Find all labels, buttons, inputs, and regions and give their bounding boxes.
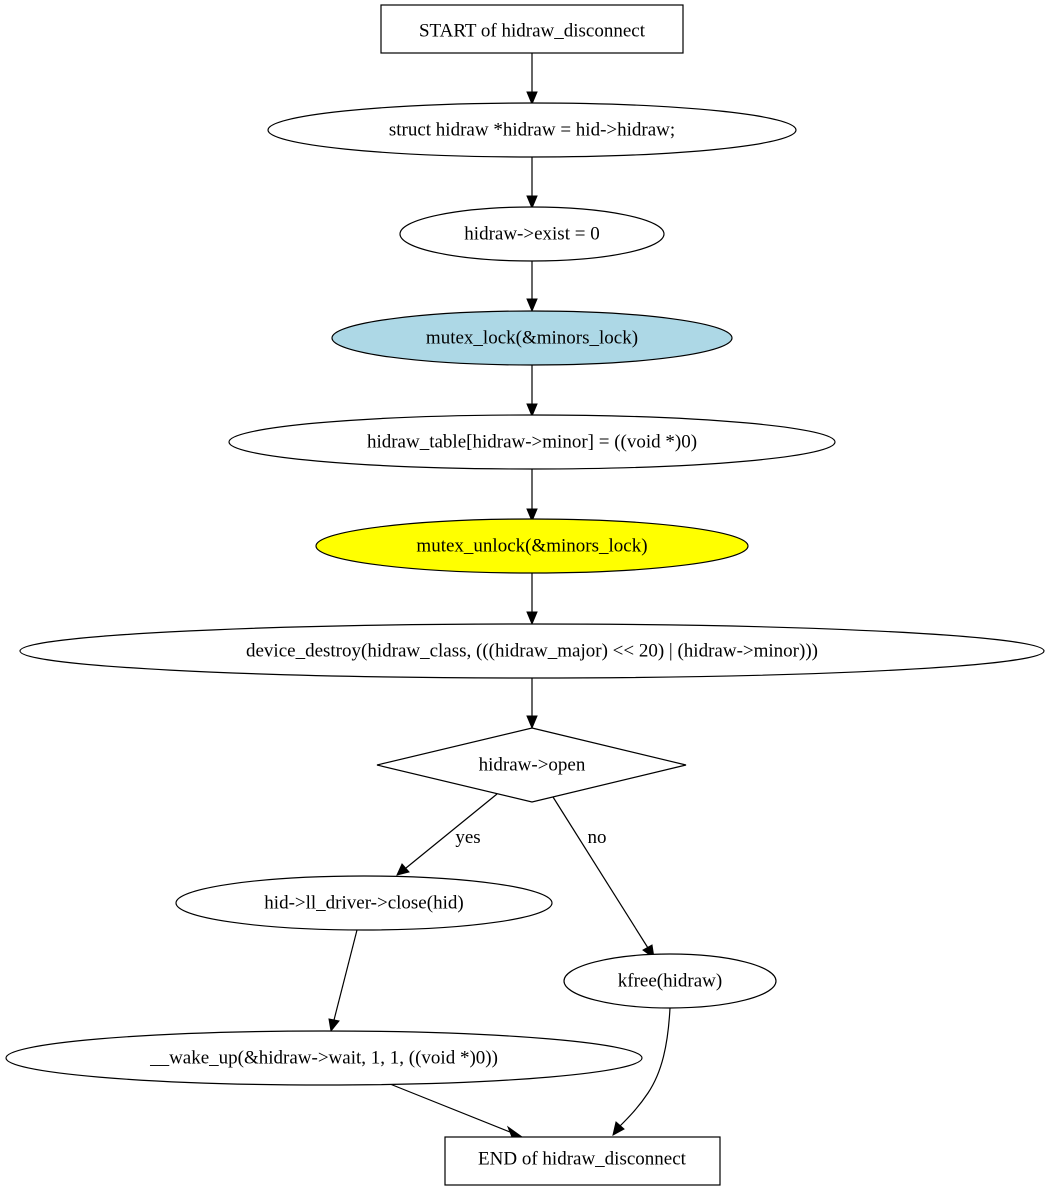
edge-table-to-unlock [526, 469, 538, 523]
node-hidraw-exist: hidraw->exist = 0 [399, 206, 665, 262]
node-start: START of hidraw_disconnect [380, 4, 684, 54]
node-mutex-unlock: mutex_unlock(&minors_lock) [315, 518, 749, 574]
node-ll-driver-close: hid->ll_driver->close(hid) [175, 875, 553, 931]
svg-text:hidraw->open: hidraw->open [479, 754, 586, 775]
node-wake-up: __wake_up(&hidraw->wait, 1, 1, ((void *)… [5, 1030, 643, 1086]
edge-start-to-decl [526, 53, 538, 106]
node-hidraw-open-decision: hidraw->open [376, 727, 687, 803]
svg-text:hidraw->exist = 0: hidraw->exist = 0 [464, 223, 599, 244]
edge-label-no: no [588, 827, 607, 848]
svg-text:mutex_lock(&minors_lock): mutex_lock(&minors_lock) [426, 327, 638, 348]
node-end: END of hidraw_disconnect [444, 1136, 721, 1186]
edge-close-to-wake [328, 929, 358, 1033]
svg-text:END of hidraw_disconnect: END of hidraw_disconnect [478, 1148, 687, 1169]
node-mutex-lock: mutex_lock(&minors_lock) [331, 310, 733, 366]
edge-lock-to-table [526, 365, 538, 418]
node-kfree: kfree(hidraw) [563, 953, 777, 1009]
svg-text:device_destroy(hidraw_class, (: device_destroy(hidraw_class, (((hidraw_m… [246, 640, 818, 661]
edge-label-yes: yes [455, 827, 480, 848]
svg-text:hid->ll_driver->close(hid): hid->ll_driver->close(hid) [264, 892, 463, 913]
node-hidraw-table: hidraw_table[hidraw->minor] = ((void *)0… [228, 414, 836, 470]
edge-wake-to-end [389, 1083, 524, 1138]
edge-exist-to-lock [526, 261, 538, 313]
svg-text:struct hidraw *hidraw = hid->h: struct hidraw *hidraw = hid->hidraw; [389, 119, 675, 140]
svg-text:__wake_up(&hidraw->wait, 1, 1,: __wake_up(&hidraw->wait, 1, 1, ((void *)… [149, 1047, 498, 1068]
edge-decl-to-exist [526, 157, 538, 210]
svg-text:hidraw_table[hidraw->minor] =: hidraw_table[hidraw->minor] = ((void *)0… [367, 431, 697, 452]
edge-unlock-to-destroy [526, 573, 538, 626]
svg-text:START of hidraw_disconnect: START of hidraw_disconnect [419, 20, 646, 41]
node-hidraw-declaration: struct hidraw *hidraw = hid->hidraw; [267, 102, 797, 158]
node-device-destroy: device_destroy(hidraw_class, (((hidraw_m… [19, 623, 1045, 679]
svg-text:mutex_unlock(&minors_lock): mutex_unlock(&minors_lock) [416, 535, 647, 556]
edge-destroy-to-open [526, 678, 538, 730]
edge-kfree-to-end [612, 1007, 671, 1136]
svg-text:kfree(hidraw): kfree(hidraw) [618, 970, 722, 991]
edge-open-to-kfree-no [552, 796, 655, 960]
edge-open-to-close-yes [396, 793, 498, 876]
